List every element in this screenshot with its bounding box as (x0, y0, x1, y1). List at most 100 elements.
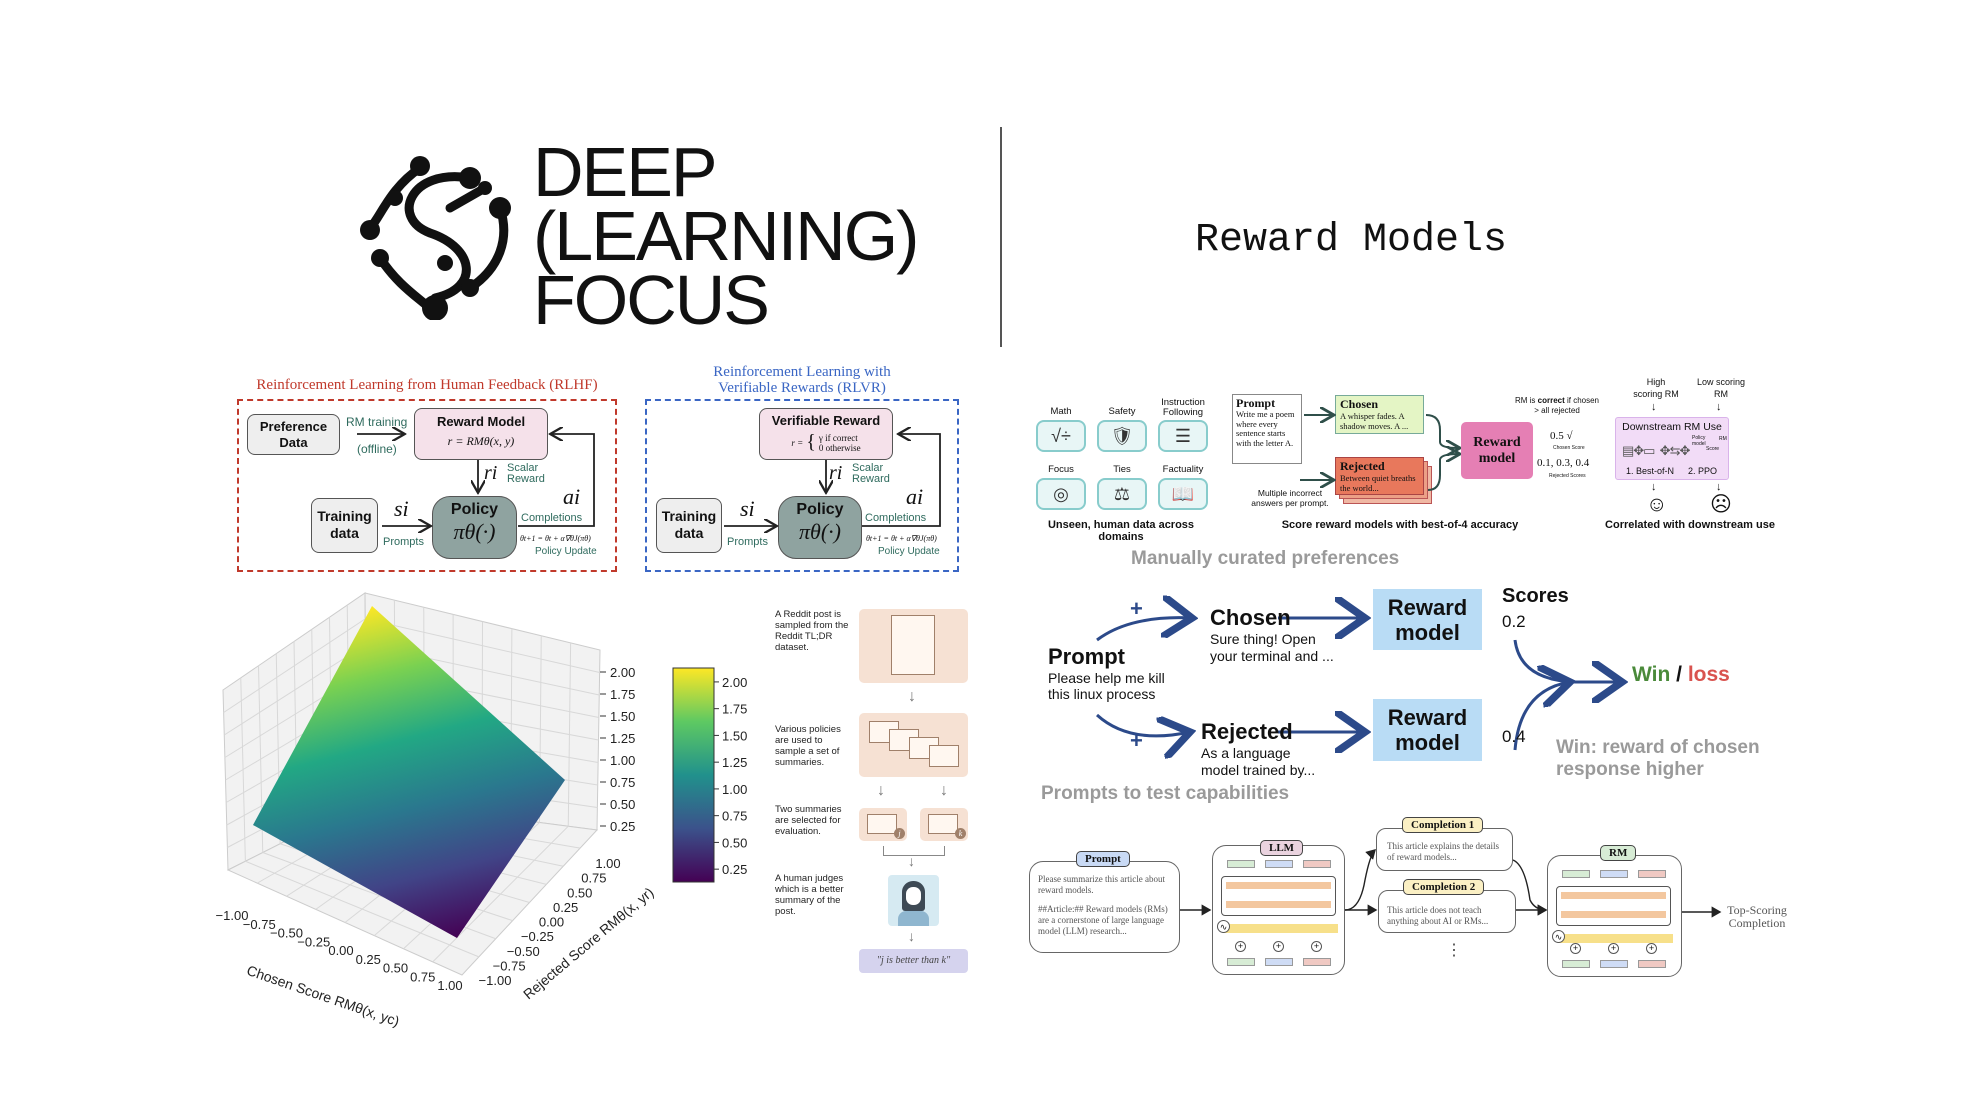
reward-model-rejected-box: Reward model (1373, 699, 1482, 761)
grid-line (432, 825, 569, 963)
grid-line (567, 642, 572, 827)
judgment-quote: "j is better than k" (859, 949, 968, 973)
rlvr-panel (645, 399, 959, 572)
summary-k-card: k (920, 808, 968, 841)
pipeline-arrows (1180, 849, 1722, 918)
x-tick-label: −0.25 (297, 934, 330, 949)
add-icon: + (1311, 941, 1322, 952)
completions-label: Completions (865, 512, 927, 524)
s-i-symbol: si (740, 496, 755, 521)
best-of-n-label: 1. Best-of-N (1626, 466, 1675, 476)
token-vector (1227, 860, 1255, 868)
add-icon: + (1646, 943, 1657, 954)
colorbar-tick-label: 1.00 (722, 782, 747, 797)
token-vector (1265, 958, 1293, 966)
win-note-line: Win: reward of chosen (1556, 737, 1760, 758)
more-completions-ellipsis: ⋮ (1446, 942, 1462, 959)
colorbar (672, 667, 715, 883)
x-tick-label: 1.00 (437, 978, 462, 993)
rejected-scores-label: Rejected Scores (1549, 473, 1586, 479)
ppo-label: 2. PPO (1688, 466, 1718, 476)
step-sample-summaries: Various policies are used to sample a se… (775, 724, 841, 768)
token-vector (1303, 860, 1331, 868)
document-hand-icon: ☰ (1158, 420, 1208, 452)
loss-surface-chart: −1.00−0.75−0.50−0.250.000.250.500.751.00… (216, 592, 747, 993)
token-vector (1303, 958, 1331, 966)
preference-arrows (1095, 580, 1740, 800)
y-tick-label: −0.25 (521, 929, 554, 944)
step-human-judges: A human judges which is a better summary… (775, 873, 844, 917)
y-tick-label: 0.00 (539, 915, 564, 930)
prompt-card: Prompt Write me a poem where every sente… (1232, 394, 1302, 464)
network-icons: ▤✥▭ ✥⇆✥ (1622, 443, 1690, 458)
logo-line: (LEARNING) (533, 197, 919, 275)
training-data-box: Training data (656, 498, 722, 553)
z-tick-label: 1.25 (610, 731, 635, 746)
domain-label: Ties (1113, 464, 1131, 475)
y-tick-label: −1.00 (479, 973, 512, 988)
book-check-icon: 📖 (1158, 478, 1208, 510)
formula-r: r = (791, 437, 804, 448)
scales-icon: ⚖ (1097, 478, 1147, 510)
chosen-text: your terminal and ... (1210, 648, 1334, 664)
policy-formula: πθ(·) (453, 519, 496, 544)
win-text: Win (1632, 663, 1671, 686)
arrow-down-icon: ↓ (1651, 401, 1657, 413)
rm-correct-note: RM is correct if chosen > all rejected (1512, 396, 1602, 416)
rlvr-arrows (724, 399, 941, 572)
llm-box: +++∿ (1212, 845, 1345, 975)
r-i-symbol: ri (829, 462, 843, 484)
prompts-label: Prompts (383, 536, 424, 548)
completion2-box: This article does not teach anything abo… (1378, 890, 1516, 933)
rlhf-arrows (357, 399, 595, 572)
chosen-card: Chosen A whisper fades. A shadow moves. … (1335, 395, 1424, 434)
y-tick-label: 1.00 (595, 856, 620, 871)
rlhf-panel (237, 399, 617, 572)
chosen-score: 0.5 √ (1550, 430, 1573, 442)
scalar-reward-label: Scalar Reward (507, 462, 545, 485)
update-formula: θt+1 = θt + α∇θJ(πθ) (520, 534, 591, 543)
a-i-symbol: ai (906, 484, 924, 509)
merge-bracket (883, 846, 945, 856)
high-rm-label: High scoring RM (1633, 377, 1679, 399)
token-vector (1638, 870, 1666, 878)
rejected-block: Rejected As a language model trained by.… (1201, 719, 1315, 779)
token-vector (1265, 860, 1293, 868)
arrow-down-icon: ↓ (908, 928, 915, 944)
prompt-title: Prompt (1048, 644, 1125, 669)
rejected-text: model trained by... (1201, 762, 1316, 778)
win-note: Win: reward of chosen response higher (1556, 737, 1760, 781)
policy-box: Policy πθ(·) (432, 496, 517, 559)
reward-model-box: Reward model (1461, 422, 1533, 479)
z-tick-label: 0.50 (610, 797, 635, 812)
logo-line: FOCUS (533, 261, 770, 339)
domain-label: Instruction Following (1161, 397, 1205, 418)
completion1-box: This article explains the details of rew… (1376, 828, 1513, 871)
domains-caption: Unseen, human data across domains (1047, 519, 1195, 543)
badge-j: j (894, 828, 905, 839)
bench-arrows (1300, 390, 1470, 491)
y-tick-label: −0.75 (493, 958, 526, 973)
training-data-box: Training data (311, 498, 378, 553)
manually-curated-label: Manually curated preferences (1131, 548, 1400, 569)
colorbar-tick-label: 0.25 (722, 862, 747, 877)
math-icon: √÷ (1036, 420, 1086, 452)
policy-model-label: Policy model (1692, 435, 1706, 447)
x-tick-label: 0.50 (383, 961, 408, 976)
brace: { (806, 431, 816, 453)
x-tick-label: 0.75 (410, 969, 435, 984)
llm-label: LLM (1260, 840, 1304, 856)
policy-box: Policy πθ(·) (778, 496, 862, 559)
rlhf-title: Reinforcement Learning from Human Feedba… (256, 377, 598, 393)
add-icon: + (1235, 941, 1246, 952)
token-vector (1600, 960, 1628, 968)
arrow-down-icon: ↓ (940, 782, 948, 799)
preference-data-box: Preference Data (247, 414, 340, 455)
page-title: Reward Models (1195, 218, 1508, 263)
slash: / (1670, 663, 1688, 686)
token-vector (1562, 870, 1590, 878)
downstream-box: Downstream RM Use Policy model Score RM … (1615, 417, 1729, 480)
prompt-text: ##Article:## Reward models (RMs) are a c… (1038, 904, 1168, 936)
z-tick-label: 0.25 (610, 819, 635, 834)
